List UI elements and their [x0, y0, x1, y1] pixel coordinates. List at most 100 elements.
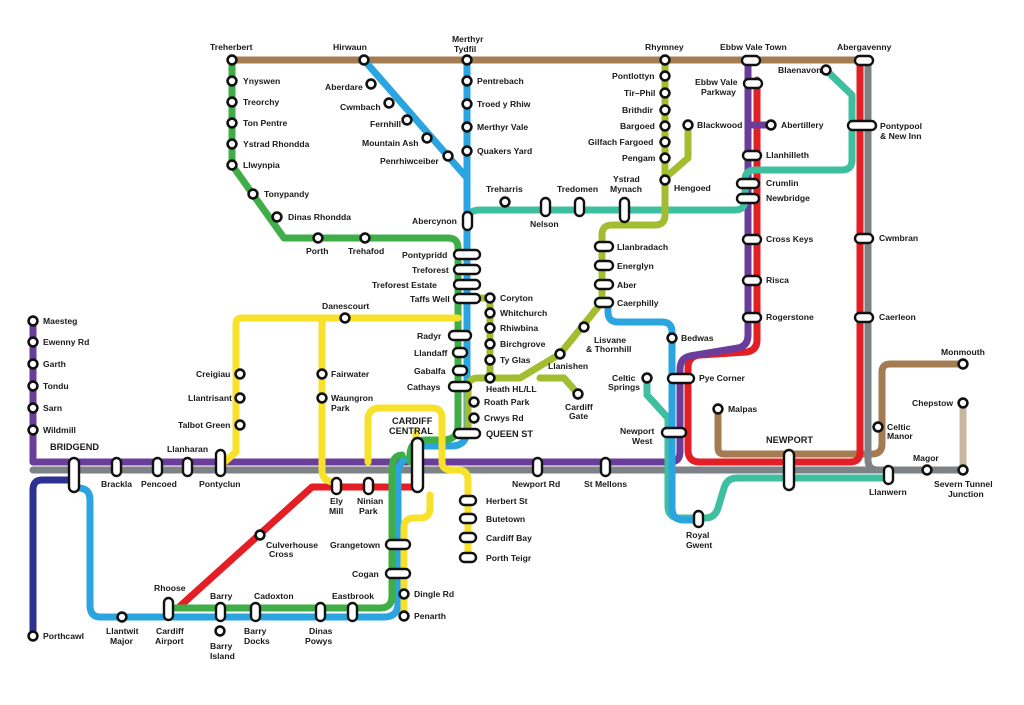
- station-pentrebach[interactable]: Pentrebach: [461, 75, 524, 87]
- station-treorchy[interactable]: Treorchy: [226, 96, 280, 108]
- station-troed-y-rhiw[interactable]: Troed y Rhiw: [461, 98, 531, 110]
- station-cadoxton[interactable]: Cadoxton: [249, 591, 294, 623]
- station-barry[interactable]: Barry: [210, 591, 233, 623]
- station-rhiwbina[interactable]: Rhiwbina: [484, 322, 539, 334]
- station-llanishen[interactable]: Llanishen: [548, 348, 588, 371]
- station-treherbert[interactable]: Treherbert: [210, 42, 253, 66]
- station-ty-glas[interactable]: Ty Glas: [484, 354, 531, 366]
- station-trehafod[interactable]: Trehafod: [348, 232, 384, 256]
- station-pontypridd[interactable]: Pontypridd: [402, 248, 482, 261]
- station-queen-st[interactable]: QUEEN ST: [452, 427, 533, 440]
- station-dingle-rd[interactable]: Dingle Rd: [398, 588, 455, 600]
- station-llantrisant[interactable]: Llantrisant: [188, 392, 246, 404]
- station-cogan[interactable]: Cogan: [352, 567, 412, 580]
- station-penarth[interactable]: Penarth: [398, 610, 446, 622]
- station-cross-keys[interactable]: Cross Keys: [741, 233, 814, 246]
- station-abergavenny[interactable]: Abergavenny: [837, 42, 892, 67]
- station-rhymney[interactable]: Rhymney: [645, 42, 684, 66]
- station-eastbrook[interactable]: Eastbrook: [332, 591, 374, 623]
- station-abercynon[interactable]: Abercynon: [412, 210, 474, 232]
- station-danescourt[interactable]: Danescourt: [322, 301, 369, 324]
- station-pontypool[interactable]: Pontypool& New Inn: [846, 119, 922, 141]
- station-aber[interactable]: Aber: [593, 278, 637, 291]
- station-blaenavon[interactable]: Blaenavon: [778, 64, 832, 76]
- station-blackwood[interactable]: Blackwood: [682, 119, 743, 131]
- station-roath-park[interactable]: Roath Park: [468, 396, 530, 408]
- station-pye-corner[interactable]: Pye Corner: [666, 372, 746, 385]
- station-tonypandy[interactable]: Tonypandy: [247, 188, 310, 200]
- station-tondu[interactable]: Tondu: [27, 380, 69, 392]
- station-monmouth[interactable]: Monmouth: [941, 347, 985, 370]
- station-gilfach-fargoed[interactable]: Gilfach Fargoed: [588, 136, 671, 148]
- station-porth-teigr[interactable]: Porth Teigr: [458, 551, 532, 564]
- station-hengoed[interactable]: Hengoed: [659, 174, 711, 193]
- station-butetown[interactable]: Butetown: [458, 512, 525, 525]
- station-llandaff[interactable]: Llandaff: [414, 346, 469, 359]
- station-pencoed[interactable]: Pencoed: [141, 456, 177, 489]
- station-whitchurch[interactable]: Whitchurch: [484, 307, 548, 319]
- station-newport[interactable]: NEWPORT: [766, 435, 813, 492]
- station-rhoose[interactable]: Rhoose: [154, 583, 186, 622]
- station-cathays[interactable]: Cathays: [407, 380, 473, 393]
- station-talbot-green[interactable]: Talbot Green: [178, 419, 246, 431]
- station-cwmbach[interactable]: Cwmbach: [340, 97, 395, 112]
- station-abertillery[interactable]: Abertillery: [765, 119, 824, 131]
- station-maesteg[interactable]: Maesteg: [27, 315, 78, 327]
- station-brithdir[interactable]: Brithdir: [622, 104, 671, 116]
- station-porth[interactable]: Porth: [306, 232, 328, 256]
- station-pengam[interactable]: Pengam: [622, 152, 671, 164]
- station-ebbw-vale-town[interactable]: Ebbw Vale Town: [720, 42, 787, 67]
- station-treforest-estate[interactable]: Treforest Estate: [372, 278, 482, 291]
- station-heath[interactable]: Heath HL/LL: [484, 372, 537, 394]
- station-garth[interactable]: Garth: [27, 358, 66, 370]
- station-rogerstone[interactable]: Rogerstone: [741, 311, 814, 324]
- station-creigiau[interactable]: Creigiau: [196, 368, 246, 380]
- station-dinas-rhondda[interactable]: Dinas Rhondda: [271, 211, 352, 223]
- station-bargoed[interactable]: Bargoed: [620, 120, 671, 132]
- station-porthcawl[interactable]: Porthcawl: [27, 630, 84, 642]
- station-aberdare[interactable]: Aberdare: [325, 78, 377, 92]
- station-ton-pentre[interactable]: Ton Pentre: [226, 117, 288, 129]
- station-fairwater[interactable]: Fairwater: [316, 368, 370, 380]
- station-ewenny-rd[interactable]: Ewenny Rd: [27, 336, 90, 348]
- station-tredomen[interactable]: Tredomen: [557, 184, 598, 218]
- station-magor[interactable]: Magor: [913, 453, 939, 476]
- station-cwmbran[interactable]: Cwmbran: [853, 232, 918, 245]
- station-llwynpia[interactable]: Llwynpia: [226, 159, 280, 171]
- station-tir-phil[interactable]: Tir–Phil: [624, 87, 671, 99]
- station-radyr[interactable]: Radyr: [417, 329, 473, 342]
- station-risca[interactable]: Risca: [741, 274, 789, 287]
- station-merthyr-vale[interactable]: Merthyr Vale: [461, 121, 529, 133]
- station-chepstow[interactable]: Chepstow: [912, 397, 969, 409]
- station-hirwaun[interactable]: Hirwaun: [333, 42, 370, 66]
- station-energlyn[interactable]: Energlyn: [593, 259, 654, 272]
- station-lisvane[interactable]: Lisvane& Thornhill: [578, 321, 632, 354]
- station-caerphilly[interactable]: Caerphilly: [593, 296, 659, 309]
- station-ystrad-rhondda[interactable]: Ystrad Rhondda: [226, 138, 310, 150]
- station-herbert-st[interactable]: Herbert St: [458, 494, 528, 507]
- station-bridgend[interactable]: BRIDGEND: [50, 442, 99, 494]
- station-gabalfa[interactable]: Gabalfa: [414, 364, 469, 377]
- station-llanharan[interactable]: Llanharan: [167, 444, 208, 478]
- station-wildmill[interactable]: Wildmill: [27, 424, 76, 436]
- station-crumlin[interactable]: Crumlin: [735, 177, 798, 190]
- station-nelson[interactable]: Nelson: [530, 196, 559, 229]
